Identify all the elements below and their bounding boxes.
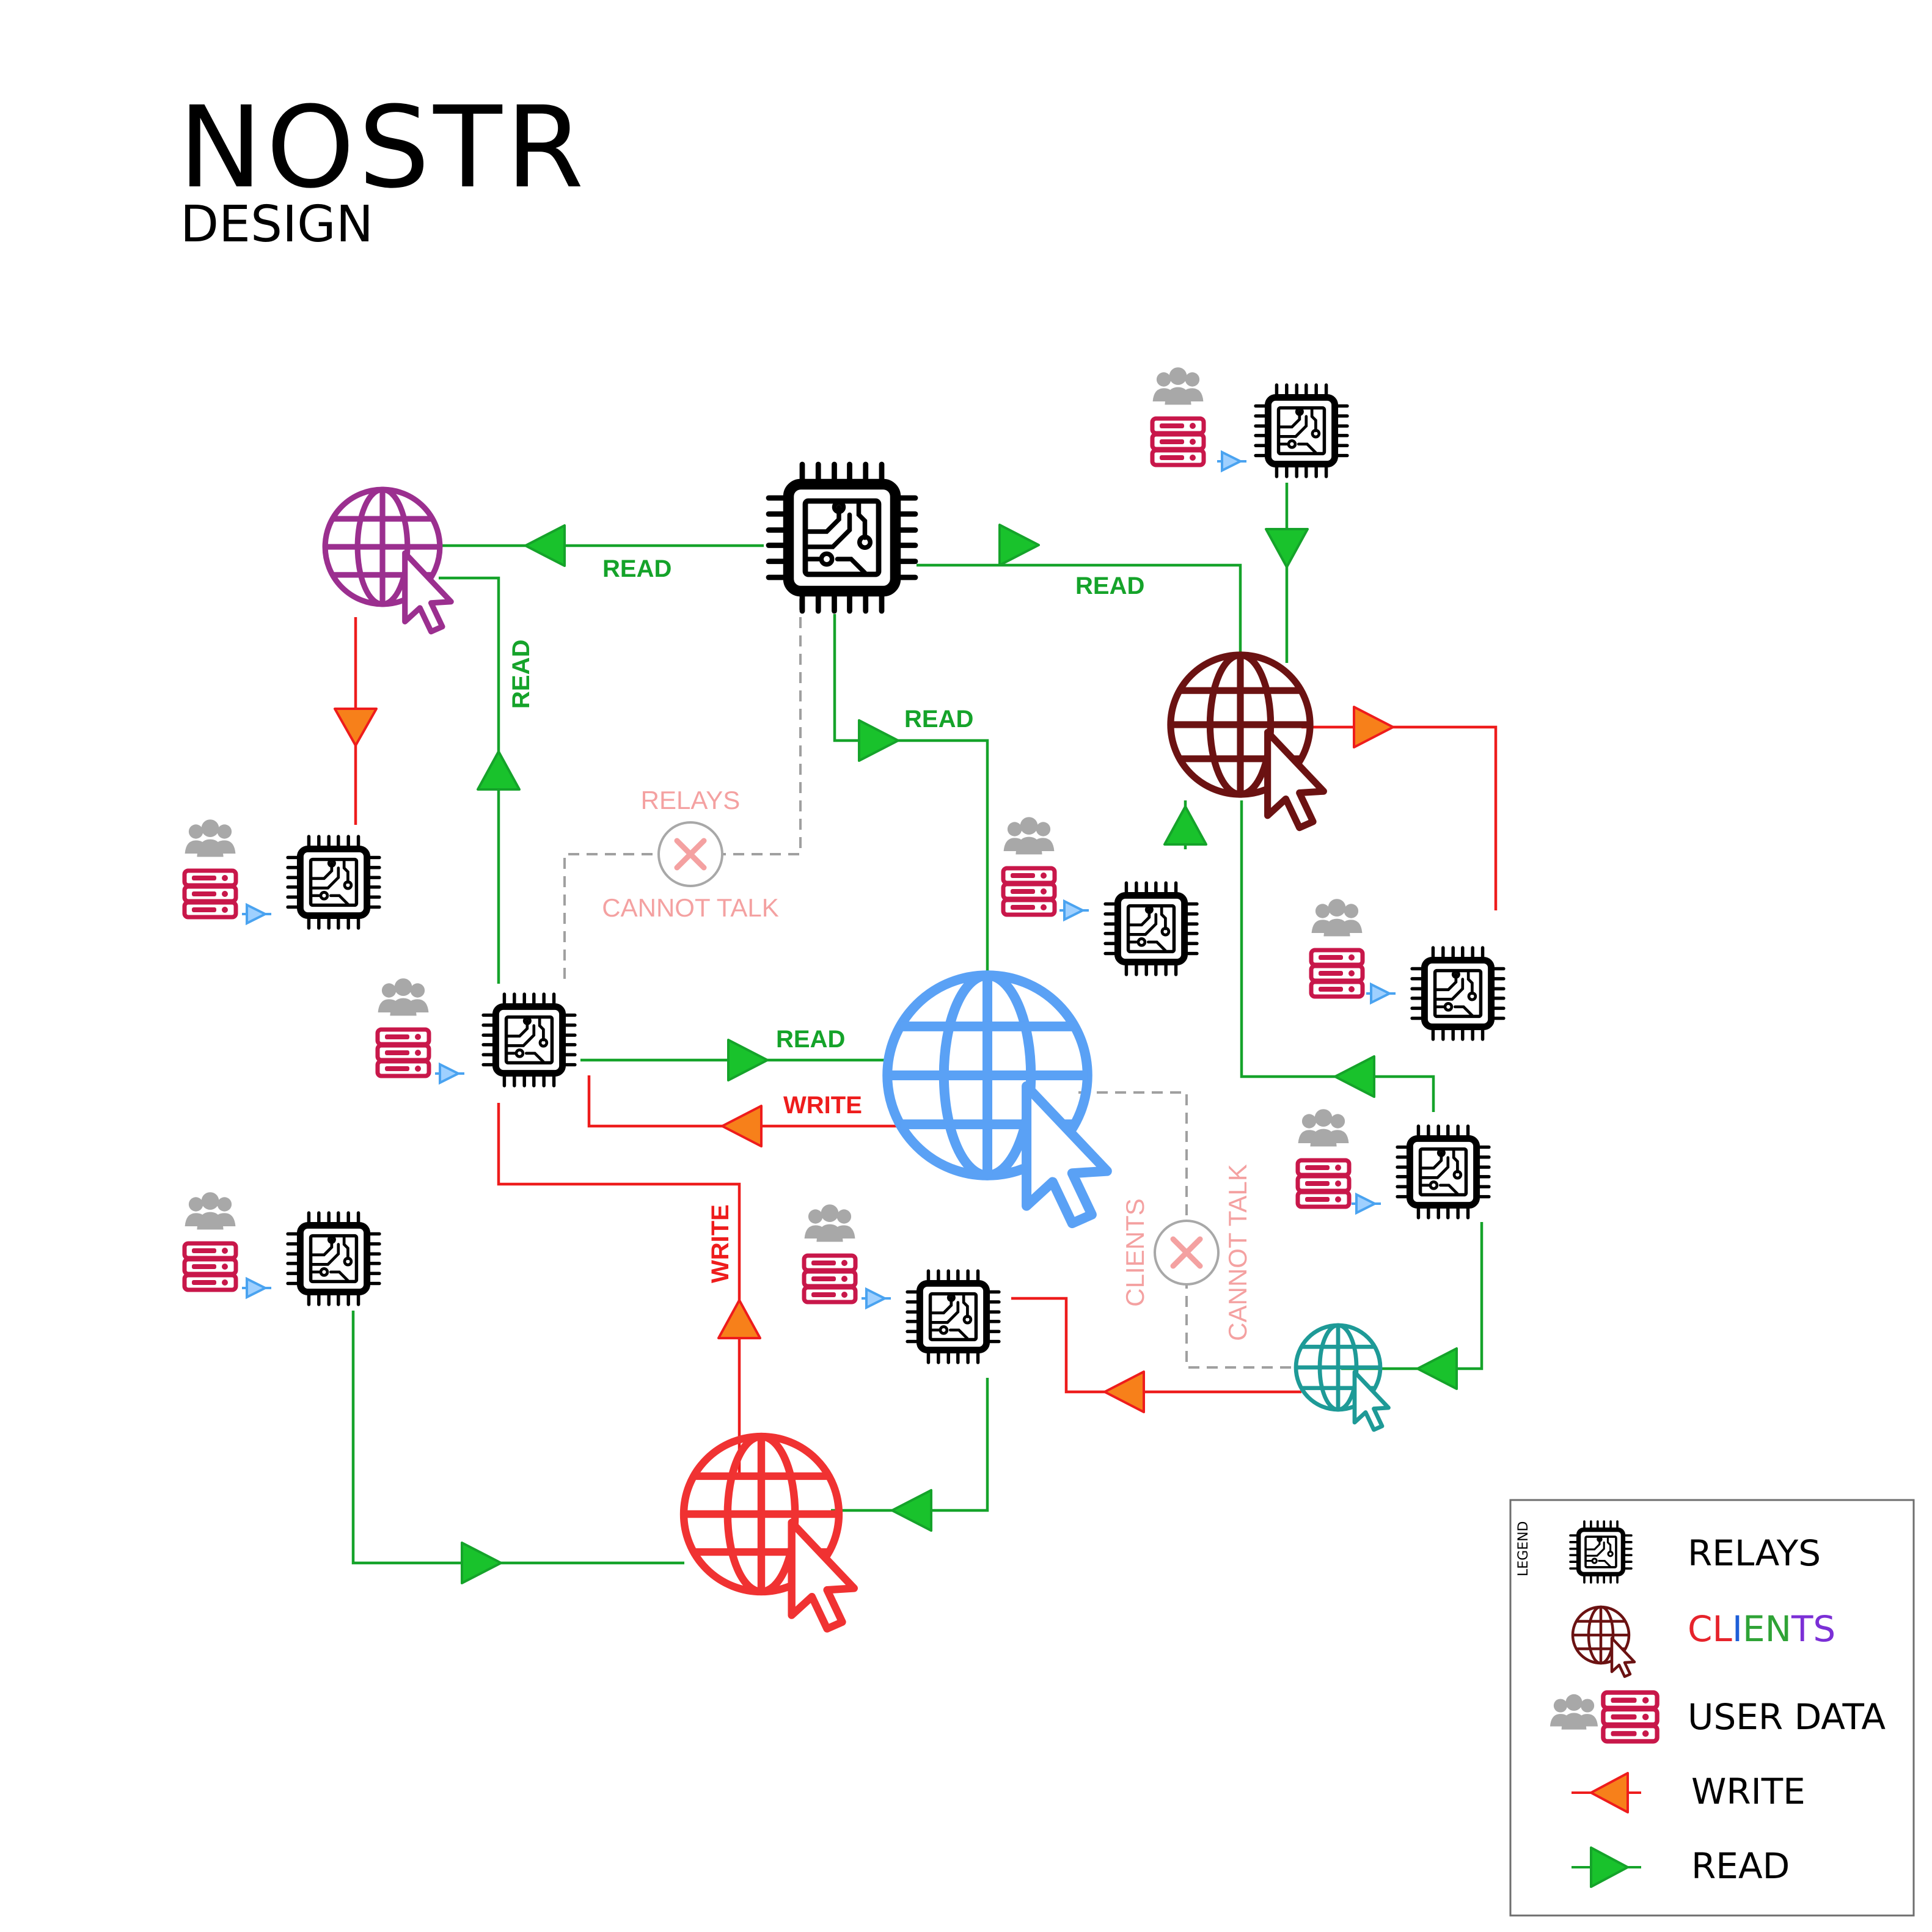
- chip-icon: [288, 836, 379, 928]
- legend-clients-letter: T: [1791, 1608, 1813, 1650]
- legend-clients-letter: N: [1765, 1608, 1791, 1650]
- clients-note-left: CLIENTS: [1121, 1198, 1149, 1306]
- legend-heading: LEGEND: [1516, 1521, 1531, 1576]
- users-database-icon: [1311, 899, 1363, 997]
- globe-cursor-icon: [684, 1436, 854, 1629]
- write-label: WRITE: [707, 1204, 734, 1283]
- read-arrowheads: [461, 524, 1458, 1584]
- relays-note-bottom: CANNOT TALK: [602, 893, 778, 922]
- read-label: READ: [602, 555, 671, 582]
- globe-cursor-icon: [325, 489, 451, 632]
- users-database-icon: [804, 1204, 855, 1302]
- clients-cannot-talk-note: CLIENTS CANNOT TALK: [1121, 1164, 1252, 1341]
- legend-user-data: USER DATA: [1688, 1696, 1886, 1738]
- legend-clients-letter: E: [1743, 1608, 1765, 1650]
- user-data-arrows: [242, 450, 1396, 1310]
- users-database-icon: [1003, 817, 1055, 915]
- chip-icon: [1570, 1521, 1631, 1583]
- write-arrowheads: [334, 706, 1394, 1413]
- page-subtitle: DESIGN: [180, 196, 373, 254]
- legend-read: READ: [1691, 1845, 1790, 1887]
- users-database-icon: [1152, 367, 1204, 465]
- chip-icon: [1105, 883, 1197, 975]
- legend-write-arrow: [1572, 1772, 1641, 1813]
- title-block: NOSTR DESIGN: [178, 82, 588, 254]
- read-label: READ: [904, 706, 973, 733]
- legend-clients-letter: S: [1813, 1608, 1835, 1650]
- users-database-icon: [185, 1192, 236, 1290]
- clients-note-right: CANNOT TALK: [1223, 1164, 1252, 1341]
- chip-icon: [1256, 385, 1347, 477]
- users-database-icon: [185, 819, 236, 917]
- relays-cannot-talk-note: RELAYS CANNOT TALK: [602, 786, 778, 922]
- legend-read-arrow: [1572, 1846, 1641, 1888]
- globe-cursor-icon: [887, 975, 1107, 1223]
- relay-nodes: [288, 385, 1504, 1363]
- users-database-icon: [378, 978, 429, 1076]
- legend: LEGEND RELAYS CLIENTS USER DATA WRITE RE…: [1509, 1499, 1915, 1917]
- chip-icon: [1412, 948, 1504, 1039]
- relays-note-top: RELAYS: [641, 786, 741, 814]
- legend-clients-letter: I: [1732, 1608, 1743, 1650]
- globe-cursor-icon: [1171, 655, 1323, 828]
- chip-icon: [483, 994, 575, 1086]
- chip-icon: [769, 464, 915, 611]
- read-label: READ: [1075, 573, 1144, 599]
- write-label: WRITE: [783, 1092, 862, 1119]
- legend-relays: RELAYS: [1688, 1532, 1821, 1574]
- legend-clients-letter: L: [1713, 1608, 1732, 1650]
- chip-icon: [288, 1213, 379, 1304]
- page-title: NOSTR: [178, 82, 588, 213]
- legend-write: WRITE: [1691, 1771, 1806, 1812]
- legend-clients: CLIENTS: [1688, 1608, 1835, 1650]
- edge-labels: READ READ READ READ READ WRITE WRITE: [508, 555, 1144, 1283]
- read-label: READ: [776, 1026, 845, 1053]
- legend-clients-letter: C: [1688, 1608, 1713, 1650]
- globe-cursor-icon: [1296, 1325, 1389, 1430]
- chip-icon: [1397, 1126, 1489, 1218]
- read-lines: [351, 483, 1484, 1565]
- chip-icon: [907, 1271, 999, 1363]
- users-database-icon: [1298, 1109, 1349, 1207]
- read-label: READ: [508, 640, 535, 709]
